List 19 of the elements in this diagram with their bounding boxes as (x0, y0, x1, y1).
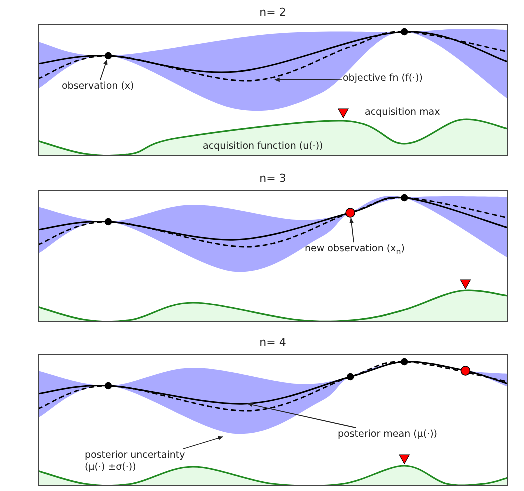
leader-line (100, 60, 108, 80)
leader-line (183, 436, 224, 450)
leader-line (350, 218, 354, 244)
annotation-text: acquisition max (365, 107, 440, 119)
annotation-text: posterior uncertainty (μ(·) ±σ(·)) (85, 450, 197, 474)
chart-panel (38, 172, 508, 322)
panel-title: n= 2 (258, 6, 288, 20)
observation-point (346, 208, 356, 218)
annotation-text: objective fn (f(·)) (343, 73, 423, 85)
annotation-text: observation (x) (62, 81, 134, 93)
annotation-text: acquisition function (u(·)) (203, 141, 324, 153)
leader-line (247, 402, 357, 428)
panel-title: n= 3 (258, 172, 288, 186)
panel-title: n= 4 (258, 336, 288, 350)
chart-panel (38, 6, 508, 156)
annotation-text: posterior mean (μ(·)) (338, 429, 438, 441)
observation-point (104, 52, 112, 60)
chart-panel (38, 336, 508, 486)
annotation-text: new observation (x$_{n}$) (305, 244, 405, 258)
